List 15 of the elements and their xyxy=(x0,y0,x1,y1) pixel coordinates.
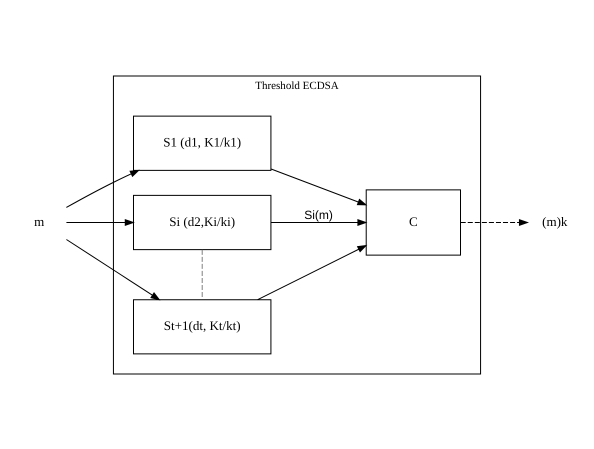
edge-label: Si(m) xyxy=(304,208,333,222)
node-text: m xyxy=(34,213,44,228)
arrow xyxy=(66,238,161,300)
arrow xyxy=(270,168,368,205)
arrow xyxy=(460,218,529,226)
arrow xyxy=(66,218,135,226)
node-box: S1 (d1, K1/k1) xyxy=(132,115,272,170)
arrow xyxy=(66,169,140,208)
arrow xyxy=(257,244,368,300)
connector xyxy=(202,249,203,299)
node-box: C xyxy=(366,188,462,256)
node-box: St+1(dt, Kt/kt) xyxy=(132,298,272,354)
arrow xyxy=(271,218,368,226)
node-text: (m)k xyxy=(542,213,568,228)
node-box: Si (d2,Ki/ki) xyxy=(132,194,272,250)
